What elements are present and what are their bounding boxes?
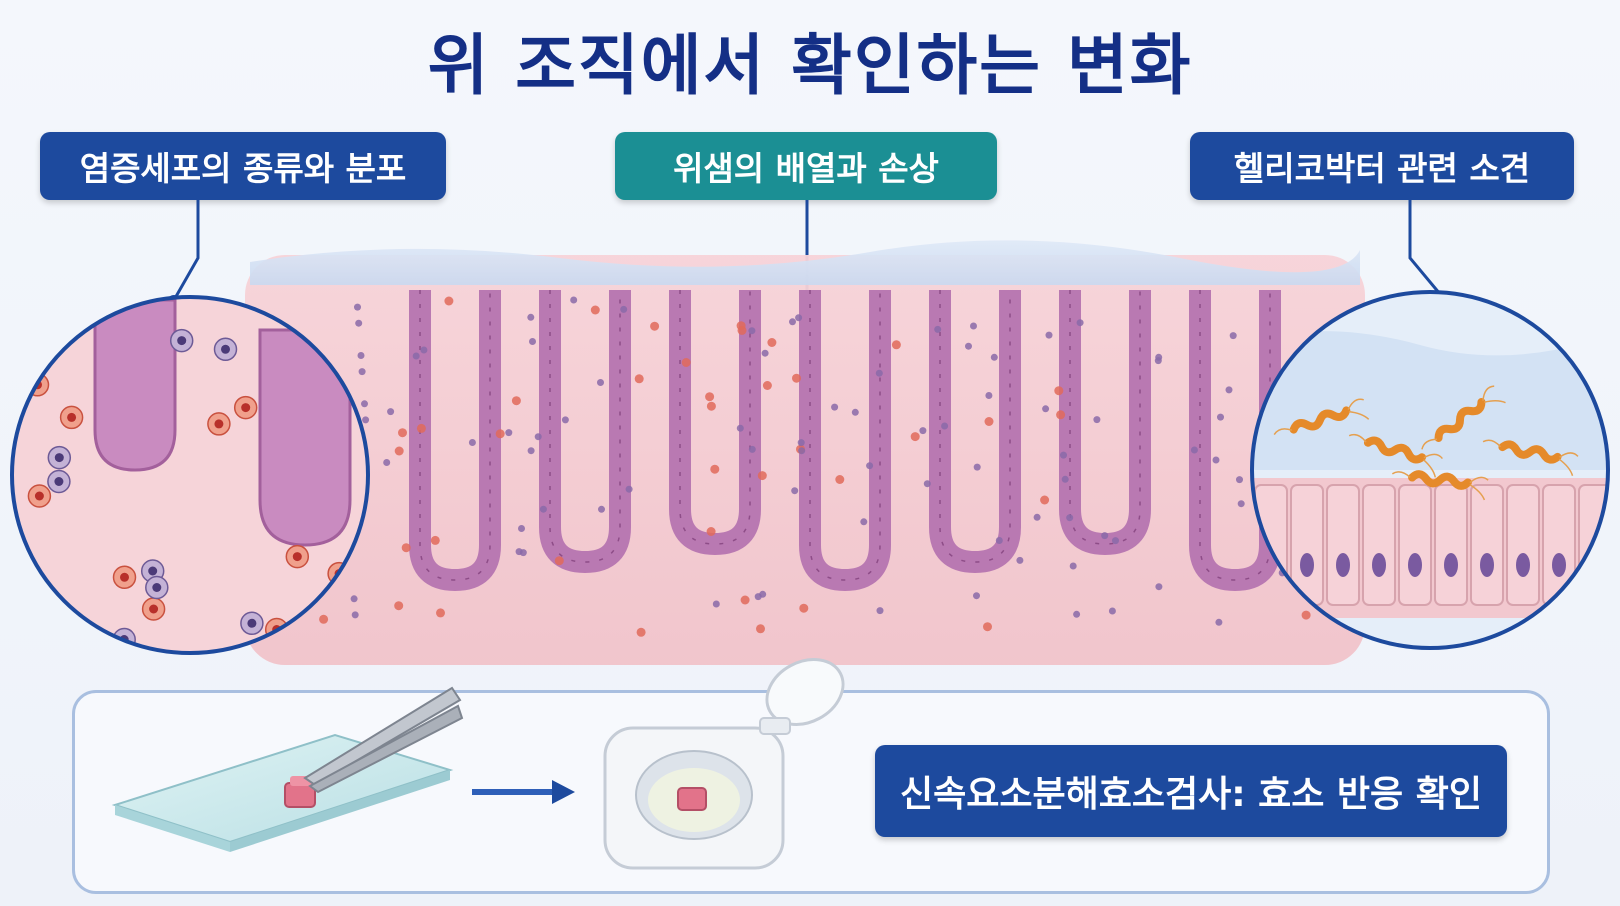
glass-slide-icon xyxy=(111,733,454,852)
tissue-section xyxy=(245,240,1365,665)
test-kit-icon xyxy=(603,658,845,870)
label-inflammatory-cells: 염증세포의 종류와 분포 xyxy=(40,132,446,200)
tweezers-icon xyxy=(303,686,464,794)
bacteria-icon xyxy=(1273,385,1579,501)
page-title: 위 조직에서 확인하는 변화 xyxy=(427,27,1193,104)
magnified-helicobacter xyxy=(1250,290,1610,650)
gastric-glands xyxy=(409,290,1281,592)
label-helicobacter: 헬리코박터 관련 소견 xyxy=(1190,132,1574,200)
label-gland-arrangement: 위샘의 배열과 손상 xyxy=(615,132,997,200)
arrow-right-icon xyxy=(472,780,575,804)
rapid-urease-test-caption: 신속요소분해효소검사: 효소 반응 확인 xyxy=(875,745,1507,837)
